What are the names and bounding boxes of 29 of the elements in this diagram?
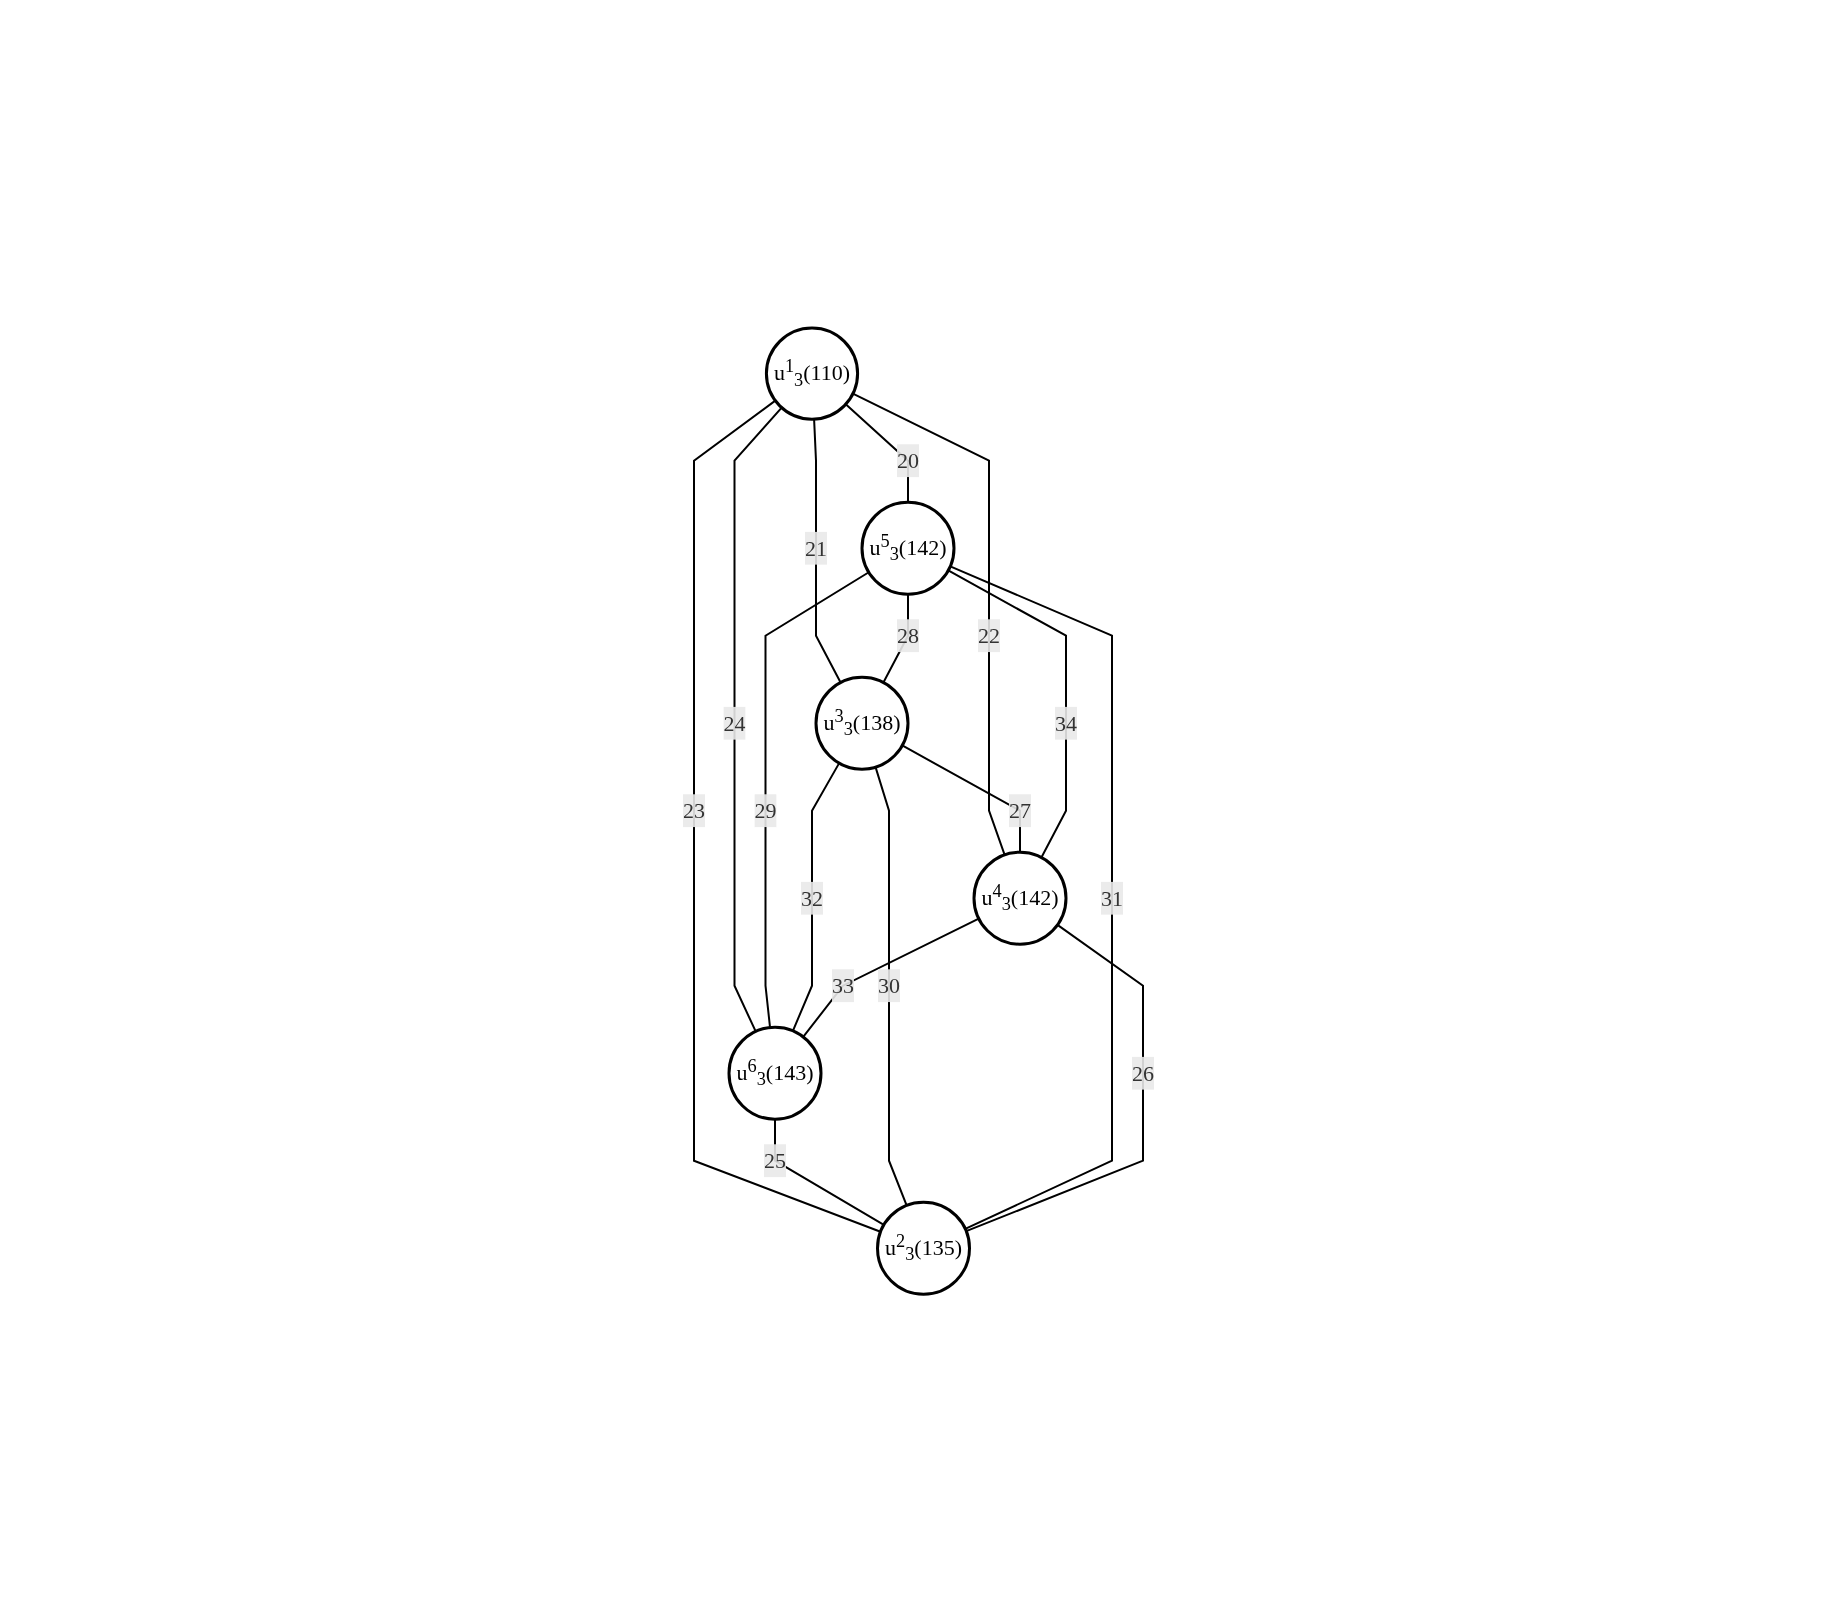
edge-label: 23 [683,798,705,824]
node-circle: u$^{3}$$_{3}$(138) [814,676,910,772]
edge-label: 27 [1009,798,1031,824]
connector [949,565,1113,1231]
edge-label: 33 [832,973,854,999]
connector [733,407,783,1033]
node-circle: u$^{6}$$_{3}$(143) [727,1026,823,1122]
node-circle: u$^{1}$$_{3}$(110) [764,326,860,422]
connector [791,762,841,1033]
connector [802,918,980,1039]
edge-label: 24 [723,711,746,737]
edge-label: 30 [878,973,900,999]
connector [764,571,870,1029]
connector [693,400,882,1234]
node-circle: u$^{4}$$_{3}$(142) [972,851,1068,947]
connector [965,924,1144,1233]
edge-label: 20 [897,448,919,474]
connector [947,569,1067,859]
edge-label: 21 [805,536,827,562]
edge-label: 31 [1101,886,1123,912]
edge-label: 22 [978,623,1000,649]
edge-label: 34 [1055,711,1077,737]
node-circle: u$^{2}$$_{3}$(135) [876,1201,971,1297]
node-circle: u$^{5}$$_{3}$(142) [860,501,956,597]
edge-label: 28 [897,623,919,649]
edge-label: 29 [754,798,777,824]
edge-label: 26 [1132,1061,1154,1087]
edge-label: 25 [764,1148,786,1174]
edge-label: 32 [801,886,823,912]
